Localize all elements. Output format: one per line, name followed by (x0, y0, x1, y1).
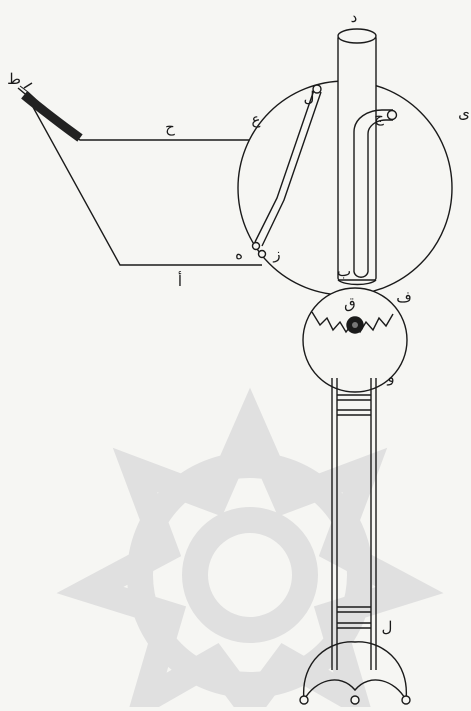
watermark-rosette (56, 387, 444, 711)
u-tube (353, 109, 398, 278)
label-jim: ج (374, 108, 384, 126)
label-lam-bottom: ل (382, 618, 393, 636)
funnel-lower-line (27, 97, 262, 266)
vertical-cylinder (337, 28, 377, 286)
label-alif: أ (178, 271, 182, 290)
label-ta: ط (7, 70, 21, 88)
label-lam-top: ل (304, 88, 315, 106)
label-ayn: ع (252, 110, 261, 128)
label-fa: ف (396, 288, 412, 306)
lower-disc (302, 287, 408, 393)
label-qaf: ق (344, 294, 356, 312)
label-zay: ز (272, 245, 280, 263)
letter-labels: د ط ح ع ل ج ى ه ز ب أ ق ف و ل (7, 8, 470, 636)
label-dal: د (351, 8, 358, 26)
inner-slanted-pipe (251, 84, 322, 259)
label-waw: و (386, 368, 394, 386)
spout-dark-band (21, 91, 83, 142)
funnel-spout (17, 82, 262, 266)
crescent-base (299, 641, 411, 705)
label-ha-small: ه (235, 245, 243, 263)
label-sin: ى (458, 104, 470, 122)
label-ba: ب (337, 262, 351, 280)
label-ha: ح (165, 118, 175, 136)
ladder-arm (331, 378, 377, 670)
